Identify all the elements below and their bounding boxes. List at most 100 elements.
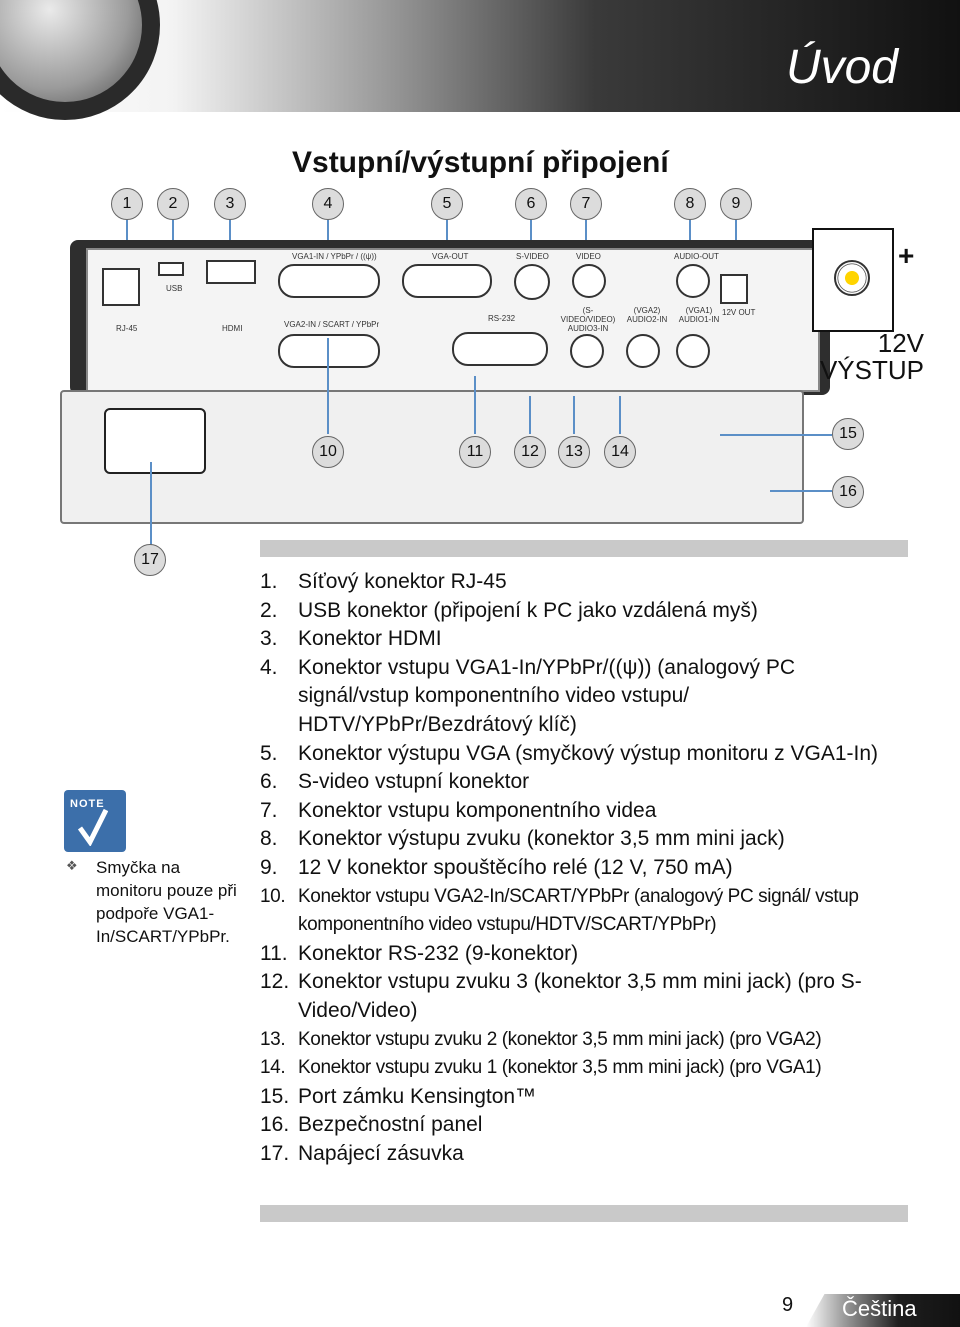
list-item-number: 5. (260, 741, 278, 765)
audio1-label: (VGA1) AUDIO1-IN (678, 306, 720, 324)
vga1-port (278, 264, 380, 298)
callout-13: 13 (558, 436, 590, 468)
list-item-number: 11. (260, 941, 288, 965)
video-label: VIDEO (576, 252, 601, 261)
svideo-label: S-VIDEO (516, 252, 549, 261)
list-item-text: 12 V konektor spouštěcího relé (12 V, 75… (298, 855, 733, 879)
checkmark-icon (78, 808, 108, 846)
note-text: Smyčka na monitoru pouze při podpoře VGA… (96, 858, 237, 946)
list-item: 14.Konektor vstupu zvuku 1 (konektor 3,5… (260, 1054, 910, 1083)
list-item-number: 2. (260, 598, 278, 622)
hdmi-port (206, 260, 256, 284)
list-item-text: Síťový konektor RJ-45 (298, 570, 507, 593)
list-item-text: Port zámku Kensington™ (298, 1084, 537, 1108)
plus-sign: + (898, 240, 915, 271)
language-tab (806, 1294, 960, 1327)
list-item: 9. 12 V konektor spouštěcího relé (12 V, … (260, 854, 910, 883)
12v-jack-zoom (834, 260, 870, 296)
connector-list: 1. Síťový konektor RJ-45 2. USB konektor (p… (260, 568, 910, 1168)
audio-out-port (676, 264, 710, 298)
12v-zoom-box (812, 228, 894, 332)
video-port (572, 264, 606, 298)
list-item-text: Konektor vstupu zvuku 3 (konektor 3,5 mm… (298, 970, 862, 1022)
list-item: 16.Bezpečnostní panel (260, 1111, 910, 1140)
list-item-number: 3. (260, 627, 278, 651)
audio2-label: (VGA2) AUDIO2-IN (626, 306, 668, 324)
list-item-number: 7. (260, 798, 278, 822)
list-item-text: Konektor vstupu zvuku 1 (konektor 3,5 mm… (298, 1057, 822, 1079)
list-item-number: 13. (260, 1028, 286, 1050)
page-number: 9 (782, 1294, 794, 1316)
list-item-number: 15. (260, 1084, 290, 1108)
12v-output-label: 12V VÝSTUP (812, 330, 924, 384)
callout-8: 8 (674, 188, 706, 220)
list-item-text: Konektor vstupu komponentního videa (298, 798, 657, 822)
audio3-port (570, 334, 604, 368)
list-item-text: USB konektor (připojení k PC jako vzdále… (298, 598, 758, 622)
list-item: 4. Konektor vstupu VGA1-In/YPbPr/((ψ)) (a… (260, 654, 910, 740)
vga-out-port (402, 264, 492, 298)
rear-panel-inner: RJ-45 USB HDMI VGA1-IN / YPbPr / ((ψ)) V… (86, 248, 820, 392)
callout-6: 6 (515, 188, 547, 220)
12v-label-line1: 12V (877, 328, 924, 358)
list-item: 17.Napájecí zásuvka (260, 1140, 910, 1169)
list-item-number: 1. (260, 570, 278, 593)
list-item-number: 10. (260, 885, 286, 907)
12v-label-line2: VÝSTUP (819, 355, 924, 385)
audio3-label: (S-VIDEO/VIDEO) AUDIO3-IN (560, 306, 616, 333)
list-item-text: Konektor výstupu zvuku (konektor 3,5 mm … (298, 827, 785, 851)
list-item-text: Konektor HDMI (298, 627, 442, 651)
callout-5: 5 (431, 188, 463, 220)
list-item-text: S-video vstupní konektor (298, 770, 530, 794)
12v-out-label: 12V OUT (722, 308, 756, 317)
callout-14: 14 (604, 436, 636, 468)
callout-1: 1 (111, 188, 143, 220)
audio1-port (676, 334, 710, 368)
list-item-number: 12. (260, 970, 290, 994)
list-item-text: Konektor výstupu VGA (smyčkový výstup mo… (298, 741, 879, 765)
list-item-text: Konektor vstupu zvuku 2 (konektor 3,5 mm… (298, 1028, 822, 1050)
list-item: 13. Konektor vstupu zvuku 2 (konektor 3,5… (260, 1026, 910, 1055)
note-icon: NOTE (64, 790, 126, 852)
list-item-number: 9. (260, 855, 278, 879)
rs232-label: RS-232 (488, 314, 516, 323)
usb-label: USB (166, 284, 183, 293)
vga1-label: VGA1-IN / YPbPr / ((ψ)) (292, 252, 377, 261)
vga2-port (278, 334, 380, 368)
rs232-port (452, 332, 548, 366)
list-item: 5. Konektor výstupu VGA (smyčkový výstup … (260, 740, 910, 769)
connector-diagram: 1 2 3 4 5 6 7 8 9 RJ-45 USB HDMI VGA1-IN… (0, 180, 960, 576)
list-item-text: Napájecí zásuvka (298, 1141, 464, 1165)
list-top-bar (260, 540, 908, 557)
audio-out-label: AUDIO-OUT (674, 252, 719, 261)
list-item: 12. Konektor vstupu zvuku 3 (konektor 3,5… (260, 968, 910, 1025)
list-item-number: 6. (260, 770, 278, 794)
vga-out-label: VGA-OUT (432, 252, 469, 261)
rj45-port (102, 268, 140, 306)
list-item-number: 8. (260, 827, 278, 851)
callout-3: 3 (214, 188, 246, 220)
list-item-text: Konektor vstupu VGA1-In/YPbPr/((ψ)) (ana… (298, 655, 796, 736)
chapter-title: Úvod (785, 41, 898, 94)
list-item-number: 4. (260, 655, 278, 679)
callout-16: 16 (832, 476, 864, 508)
callout-15: 15 (832, 418, 864, 450)
list-item: 10. Konektor vstupu VGA2-In/SCART/YPbPr (… (260, 883, 910, 940)
header-band (0, 0, 960, 112)
hdmi-label: HDMI (222, 324, 243, 333)
list-item: 3. Konektor HDMI (260, 625, 910, 654)
audio2-port (626, 334, 660, 368)
callout-7: 7 (570, 188, 602, 220)
diamond-bullet-icon: ❖ (66, 858, 78, 873)
list-item: 7. Konektor vstupu komponentního videa (260, 797, 910, 826)
svideo-port (514, 264, 550, 300)
list-item-text: Konektor vstupu VGA2-In/SCART/YPbPr (ana… (298, 885, 859, 936)
list-item: 6. S-video vstupní konektor (260, 768, 910, 797)
list-item-number: 16. (260, 1113, 290, 1137)
note-icon-label: NOTE (70, 798, 105, 810)
callout-17: 17 (134, 544, 166, 576)
callout-12: 12 (514, 436, 546, 468)
list-item: 8. Konektor výstupu zvuku (konektor 3,5 m… (260, 825, 910, 854)
12v-out-port (720, 274, 748, 304)
callout-9: 9 (720, 188, 752, 220)
